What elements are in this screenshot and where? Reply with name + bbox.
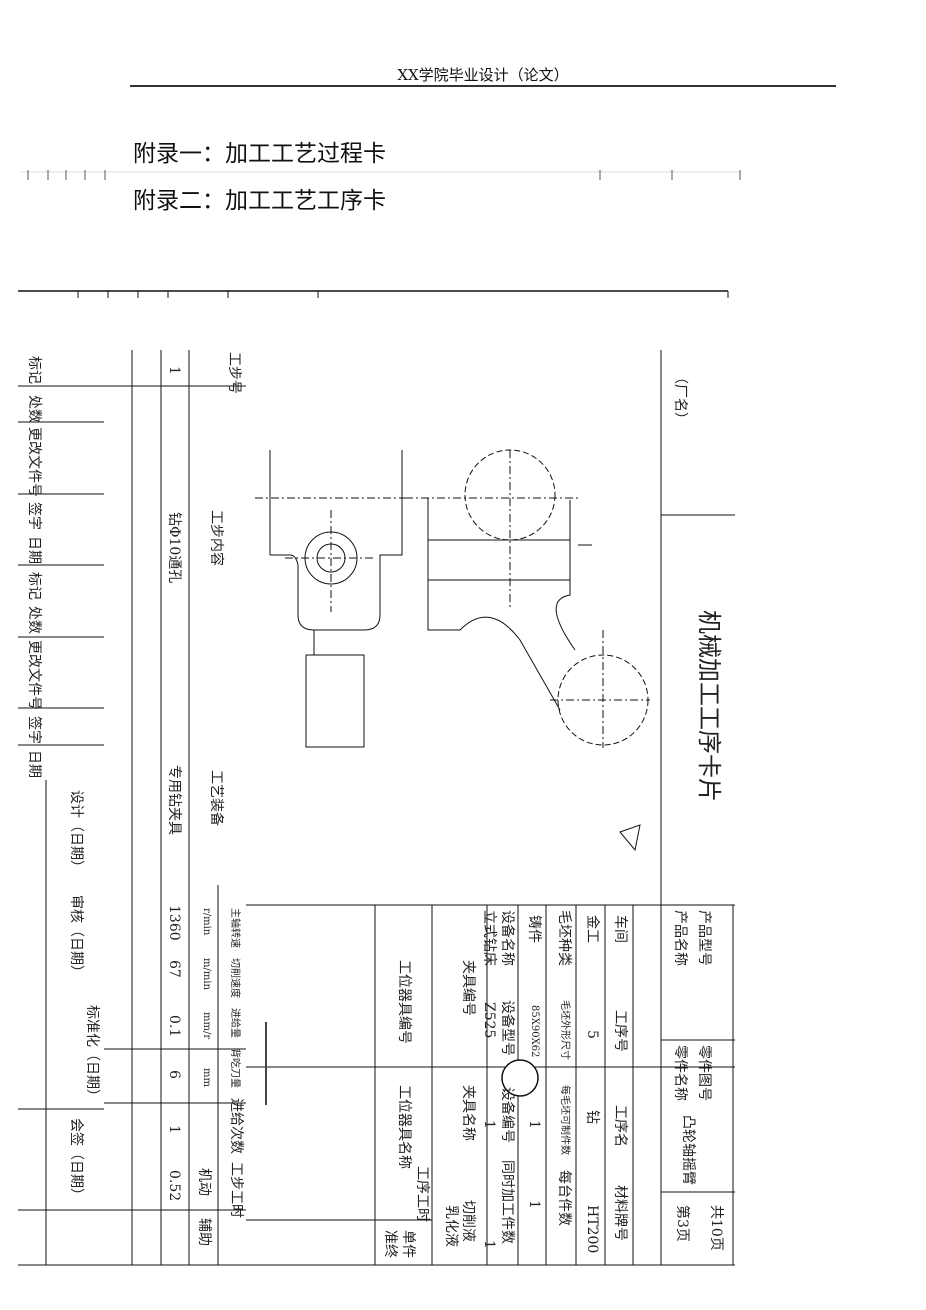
header-depth: 背吃刀量	[229, 1048, 240, 1088]
label-workshop: 车间	[612, 915, 628, 943]
step-spindle-speed: 1360	[166, 905, 182, 941]
header-tooling: 工艺装备	[208, 770, 224, 826]
label-doc-no: 更改文件号	[26, 427, 42, 497]
value-part-name: 凸轮轴摇臂	[680, 1115, 696, 1185]
label-count: 处数	[26, 395, 42, 423]
label-equip-name: 设备名称	[499, 910, 515, 966]
label-part-name: 零件名称	[672, 1045, 688, 1101]
label-blank-size: 毛坯外形尺寸	[559, 1000, 570, 1060]
header-step-no: 工步号	[226, 352, 242, 394]
value-blank-type: 铸件	[526, 915, 542, 943]
header-aux: 辅助	[196, 1218, 212, 1246]
label-sign: 签字	[26, 502, 42, 530]
header-spindle-speed: 主轴转速	[229, 908, 240, 948]
label-sign-2: 签字	[26, 716, 42, 744]
value-parts-per-blank: 1	[526, 1120, 542, 1129]
value-equip-no: 1	[481, 1120, 497, 1129]
unit-depth: mm	[201, 1068, 212, 1087]
value-op-name: 钻	[584, 1110, 600, 1124]
value-equip-model: Z525	[481, 1002, 497, 1039]
unit-speed: r/min	[201, 908, 212, 936]
value-coolant: 乳化液	[443, 1205, 459, 1247]
label-count-2: 处数	[26, 606, 42, 634]
label-equip-no: 设备编号	[499, 1087, 515, 1143]
label-simultaneous: 同时加工件数	[499, 1160, 515, 1244]
value-parts-per-unit: 1	[526, 1200, 542, 1209]
page-header: XX学院毕业设计（论文）	[397, 66, 569, 84]
value-op-no: 5	[584, 1030, 600, 1039]
label-op-name: 工序名	[612, 1105, 628, 1147]
label-mark-2: 标记	[26, 572, 42, 600]
header-cutting-speed: 切削速度	[229, 958, 240, 998]
header-step-time: 工步工时	[228, 1162, 244, 1218]
label-review: 审核（日期）	[68, 895, 84, 979]
appendix-2-heading: 附录二：加工工艺工序卡	[133, 188, 386, 214]
unit-feed: mm/r	[201, 1012, 212, 1040]
label-design: 设计（日期）	[68, 790, 84, 874]
label-prep: 准终	[382, 1230, 398, 1258]
header-step-content: 工步内容	[208, 510, 224, 566]
label-parts-per-blank: 每毛坯可制件数	[559, 1085, 570, 1155]
header-machine: 机动	[196, 1168, 212, 1196]
label-fixture-no: 夹具编号	[460, 960, 476, 1016]
step-passes: 1	[166, 1125, 182, 1134]
header-divider	[130, 85, 836, 87]
label-op-time: 工序工时	[414, 1166, 430, 1222]
label-blank-type: 毛坯种类	[556, 910, 572, 966]
label-unit-time: 单件	[400, 1230, 416, 1258]
step-number: 1	[166, 366, 182, 375]
value-workshop: 金工	[584, 915, 600, 943]
label-doc-no-2: 更改文件号	[26, 640, 42, 710]
header-passes-short: 进给次数	[228, 1098, 244, 1154]
label-product-name: 产品名称	[672, 910, 688, 966]
factory-name: （厂名）	[672, 370, 688, 426]
label-op-no: 工序号	[612, 1010, 628, 1052]
stamp-circle	[501, 1059, 539, 1097]
label-date: 日期	[26, 536, 42, 564]
step-cutting-speed: 67	[166, 960, 182, 978]
label-equip-model: 设备型号	[499, 1000, 515, 1056]
label-product-model: 产品型号	[696, 910, 712, 966]
value-material: HT200	[584, 1205, 600, 1254]
label-countersign: 会签（日期）	[68, 1118, 84, 1202]
step-feed: 0.1	[166, 1015, 182, 1038]
step-content: 钻Φ10通孔	[166, 512, 182, 584]
step-machine-time: 0.52	[166, 1170, 182, 1202]
step-depth: 6	[166, 1070, 182, 1079]
label-coolant: 切削液	[460, 1200, 476, 1242]
label-station-name: 工位器具名称	[396, 1085, 412, 1169]
value-simultaneous: 1	[481, 1240, 497, 1249]
value-blank-size: 85X90X62	[529, 1005, 540, 1058]
value-equip-name: 立式钻床	[481, 910, 497, 966]
label-fixture-name: 夹具名称	[460, 1085, 476, 1141]
label-station-no: 工位器具编号	[396, 960, 412, 1044]
label-standardization: 标准化（日期）	[84, 1005, 100, 1103]
page-number: 第3页	[674, 1205, 690, 1242]
label-material: 材料牌号	[612, 1185, 628, 1241]
label-date-2: 日期	[26, 750, 42, 778]
card-title: 机械加工工序卡片	[695, 610, 723, 802]
appendix-1-heading: 附录一：加工工艺过程卡	[133, 141, 386, 167]
step-tooling: 专用钻夹具	[166, 765, 182, 835]
total-pages: 共10页	[708, 1205, 724, 1251]
header-feed: 进给量	[229, 1008, 240, 1038]
label-part-drawing: 零件图号	[696, 1045, 712, 1101]
unit-cut-speed: m/min	[201, 958, 212, 990]
label-mark: 标记	[26, 356, 42, 384]
label-parts-per-unit: 每台件数	[556, 1170, 572, 1226]
